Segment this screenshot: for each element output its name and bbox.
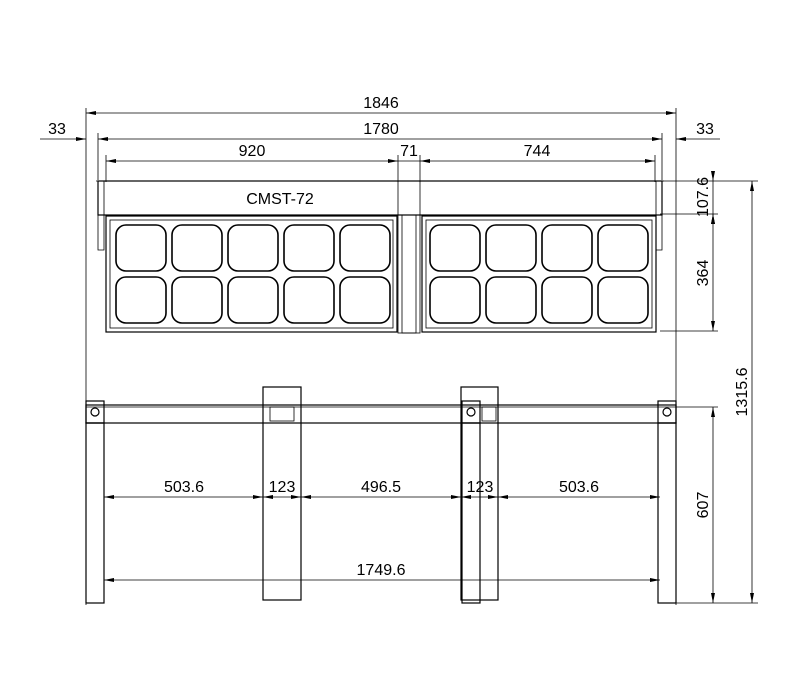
pan xyxy=(227,224,279,272)
dimension-labels: 1846 33 1780 33 920 71 744 CMST-72 107.6… xyxy=(48,95,751,579)
pan xyxy=(283,276,335,324)
pan xyxy=(171,224,223,272)
model-label: CMST-72 xyxy=(246,191,314,208)
pan xyxy=(115,224,167,272)
dim-leg-span: 1749.6 xyxy=(357,562,406,579)
dim-left-section: 920 xyxy=(239,143,266,160)
dim-bay-left: 503.6 xyxy=(164,479,204,496)
pan xyxy=(541,276,593,324)
pan xyxy=(541,224,593,272)
pan xyxy=(429,224,481,272)
pan xyxy=(339,276,391,324)
dim-total-height: 1315.6 xyxy=(734,367,751,416)
dim-top-height: 107.6 xyxy=(695,177,712,217)
pan xyxy=(283,224,335,272)
top-view xyxy=(96,180,664,334)
pans-right xyxy=(429,224,649,324)
dim-leg-right: 123 xyxy=(467,479,494,496)
pan xyxy=(485,224,537,272)
dim-overall-width: 1846 xyxy=(363,95,399,112)
pan xyxy=(227,276,279,324)
pan xyxy=(597,276,649,324)
dim-side-right: 33 xyxy=(696,121,714,138)
pans-left xyxy=(115,224,391,324)
dim-bay-right: 503.6 xyxy=(559,479,599,496)
dim-body-width: 1780 xyxy=(363,121,399,138)
dim-bay-center: 496.5 xyxy=(361,479,401,496)
dim-leg-height: 607 xyxy=(695,492,712,519)
dim-divider: 71 xyxy=(400,143,418,160)
pan xyxy=(597,224,649,272)
dim-pan-height: 364 xyxy=(695,260,712,287)
dim-leg-left: 123 xyxy=(269,479,296,496)
dim-side-left: 33 xyxy=(48,121,66,138)
pan xyxy=(115,276,167,324)
pan xyxy=(429,276,481,324)
front-view xyxy=(85,386,677,604)
pan xyxy=(339,224,391,272)
pan xyxy=(171,276,223,324)
dimension-lines xyxy=(40,108,758,605)
pan xyxy=(485,276,537,324)
dim-right-section: 744 xyxy=(524,143,551,160)
